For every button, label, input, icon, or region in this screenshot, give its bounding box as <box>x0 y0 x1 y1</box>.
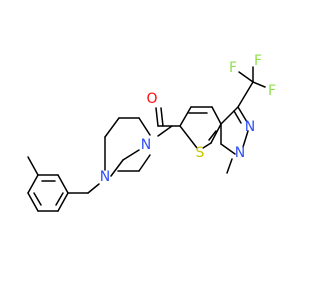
bond-ring-inner-3 <box>55 192 64 206</box>
piperazine-nitrogen-top-label: N <box>141 137 151 153</box>
bond-thiophene-6 <box>202 142 212 149</box>
bond-pip-1 <box>110 159 124 177</box>
bond-cf3-f-left <box>238 71 254 83</box>
bond-cf3-f-right <box>252 81 266 88</box>
molecule-canvas: O N N S N N F F F <box>27 53 277 212</box>
bond-pip-7 <box>138 154 151 172</box>
sulfur-atom-label: S <box>196 145 205 161</box>
bond-ring-2 <box>27 192 39 212</box>
bond-methyl <box>27 156 39 176</box>
bond-pyrazole-1 <box>220 106 239 125</box>
oxygen-atom-label: O <box>146 91 157 107</box>
bond-cf3-c <box>237 81 254 108</box>
bond-carbonyl-c-n <box>157 125 173 137</box>
bond-ring-5 <box>57 174 69 194</box>
bond-pyrazole-inner-1 <box>233 110 242 124</box>
bond-pyrazole-4 <box>220 143 236 155</box>
bond-pyrazole-methyl <box>226 158 233 174</box>
bond-thiophene-1 <box>179 106 192 127</box>
bond-ring-4 <box>57 192 69 212</box>
bond-ring-1 <box>27 174 39 194</box>
bond-carbonyl-c-o-2 <box>160 107 164 127</box>
bond-thiophene-inner-2 <box>208 130 217 141</box>
bond-pip-5 <box>104 117 120 138</box>
fluorine-top-label: F <box>254 53 262 69</box>
bond-carbonyl-c-o-1 <box>155 107 159 127</box>
bond-pip-3 <box>138 117 151 136</box>
atom-labels: O N N S N N F F F <box>100 53 276 185</box>
bond-pyrazole-3 <box>242 130 249 148</box>
bond-pip-2 <box>122 149 140 161</box>
bond-ch2-n <box>87 183 100 194</box>
bond-pyrazole-2 <box>237 106 248 123</box>
piperazine-nitrogen-bottom-label: N <box>100 169 110 185</box>
molecule-structure: O N N S N N F F F <box>27 53 276 212</box>
bond-thiophene-4 <box>210 123 222 144</box>
bonds <box>27 66 266 212</box>
bond-thiophene-5 <box>179 125 198 149</box>
bond-ring-inner-2 <box>33 192 42 206</box>
pyrazole-nitrogen-2-label: N <box>245 119 255 135</box>
fluorine-right-label: F <box>268 83 276 99</box>
bond-thiophene-3 <box>211 106 222 125</box>
pyrazole-nitrogen-1-label: N <box>235 145 245 161</box>
fluorine-left-label: F <box>229 60 237 76</box>
